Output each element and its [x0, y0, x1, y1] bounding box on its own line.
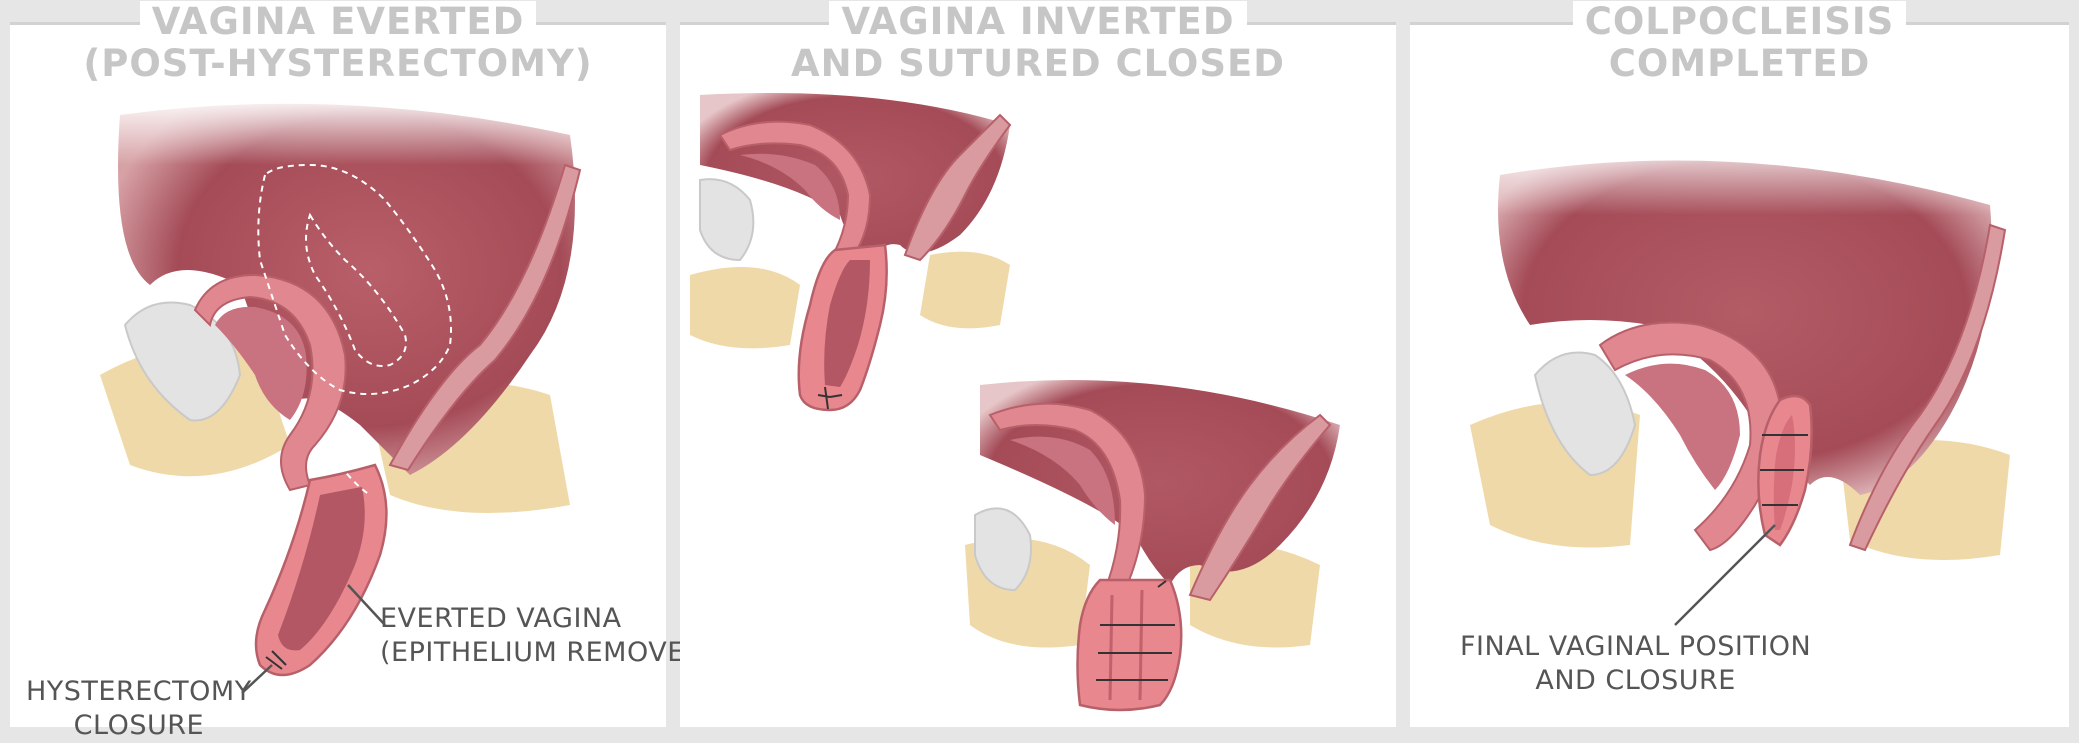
- rectal-wall: [388, 163, 582, 472]
- sutured-vagina: [1076, 578, 1183, 712]
- pubic-bone: [974, 507, 1032, 592]
- panel-title-line-2: AND SUTURED CLOSED: [778, 43, 1298, 85]
- everted-vagina-label-line-1: EVERTED VAGINA: [380, 603, 622, 634]
- closure-leader-line: [241, 664, 273, 694]
- inverted-vagina-lumen: [824, 260, 870, 387]
- colpocleisis-illustration: [1470, 135, 2030, 626]
- closure-stitch: [265, 650, 287, 670]
- everted-vagina-label-line-2: (EPITHELIUM REMOVED): [380, 637, 718, 668]
- pelvic-fat: [920, 251, 1010, 329]
- former-uterus-outline: [305, 212, 407, 367]
- final-label-line-2: AND CLOSURE: [1535, 665, 1736, 696]
- everted-vagina-lumen: [278, 487, 365, 651]
- rectal-wall: [1188, 413, 1332, 602]
- rectal-wall: [903, 113, 1012, 262]
- panel-title-line-1: COLPOCLEISIS: [1572, 1, 1907, 43]
- pubic-bone: [123, 301, 242, 422]
- final-label-line-1: FINAL VAGINAL POSITION: [1460, 631, 1812, 662]
- bladder-inner: [1010, 436, 1115, 525]
- pelvic-fat: [690, 267, 800, 349]
- inverted-vagina-illustration: [690, 93, 1340, 712]
- sutured-vagina-fold: [1108, 589, 1144, 701]
- suture-mark: [1096, 624, 1175, 681]
- bladder-inner: [215, 306, 307, 420]
- everted-leader-line: [347, 584, 386, 626]
- suture-mark: [1760, 434, 1808, 506]
- panel-title-line-2: (POST-HYSTERECTOMY): [71, 43, 605, 85]
- pubic-bone: [1533, 351, 1637, 477]
- bladder-wall: [1598, 321, 1782, 552]
- panel-vagina-everted: VAGINA EVERTED (POST-HYSTERECTOMY): [10, 1, 717, 741]
- final-vagina-core: [1773, 415, 1795, 530]
- closure-label-line-1: HYSTERECTOMY: [26, 676, 252, 707]
- everted-vagina-illustration: [70, 95, 630, 694]
- pelvic-cavity: [1498, 160, 1992, 496]
- closure-label-line-2: CLOSURE: [73, 710, 205, 741]
- rectal-wall: [1848, 223, 2007, 552]
- everted-vagina-label: EVERTED VAGINA (EPITHELIUM REMOVED): [380, 602, 717, 670]
- suture-mark: [1157, 580, 1167, 588]
- lower-stage-diagram: [965, 380, 1340, 712]
- panel-title-line-2: COMPLETED: [1596, 43, 1883, 85]
- final-position-leader-line: [1674, 524, 1776, 626]
- panel-title: VAGINA EVERTED (POST-HYSTERECTOMY): [10, 1, 666, 85]
- panel-title: COLPOCLEISIS COMPLETED: [1410, 1, 2069, 85]
- panel-colpocleisis-completed: COLPOCLEISIS COMPLETED FINAL VAGINAL: [1410, 1, 2069, 727]
- former-vagina-outline: [339, 464, 371, 496]
- former-uterus-outline: [257, 163, 452, 395]
- bladder-inner: [1625, 363, 1740, 490]
- panel-title-line-1: VAGINA EVERTED: [139, 1, 537, 43]
- panel-vagina-inverted: VAGINA INVERTED AND SUTURED CLOSED: [680, 1, 1396, 727]
- pubic-bone: [699, 178, 755, 262]
- suture-mark: [817, 386, 843, 410]
- upper-stage-diagram: [690, 93, 1012, 412]
- hysterectomy-closure-label: HYSTERECTOMY CLOSURE: [26, 675, 252, 743]
- final-vaginal-position-label: FINAL VAGINAL POSITION AND CLOSURE: [1460, 630, 1811, 698]
- panel-title-line-1: VAGINA INVERTED: [829, 1, 1247, 43]
- bladder-inner: [740, 153, 840, 220]
- panel-title: VAGINA INVERTED AND SUTURED CLOSED: [680, 1, 1396, 85]
